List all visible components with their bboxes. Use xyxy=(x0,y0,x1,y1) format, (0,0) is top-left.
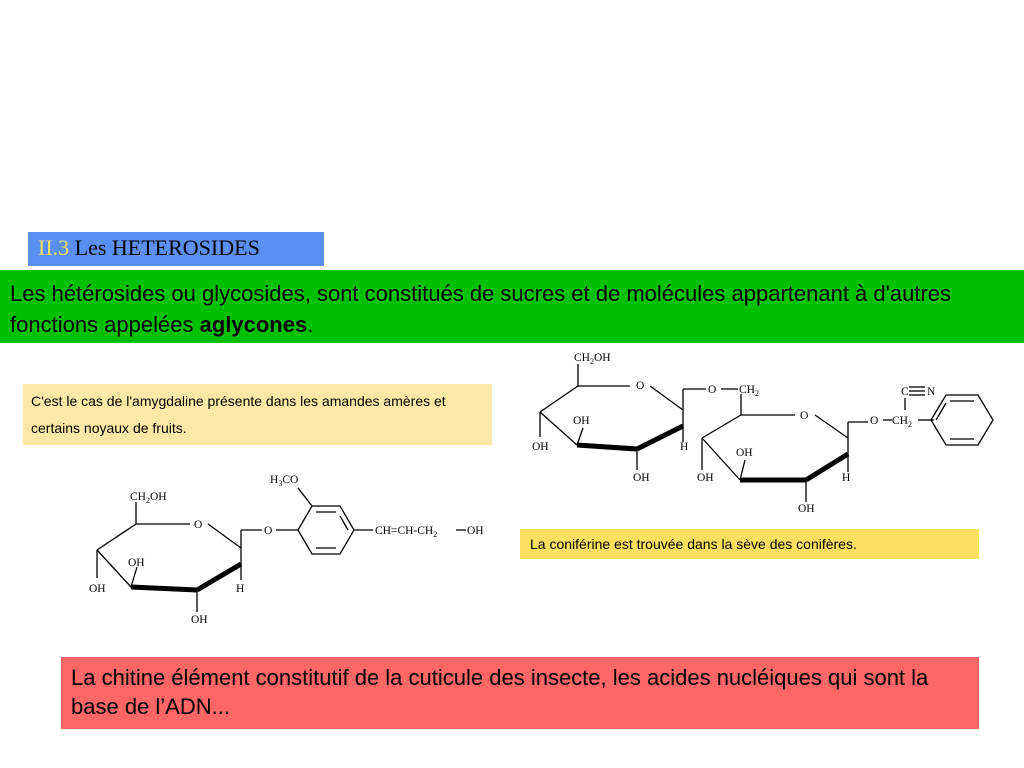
svg-text:OH: OH xyxy=(191,614,208,626)
svg-text:OH: OH xyxy=(697,472,714,484)
svg-text:O: O xyxy=(636,380,644,392)
svg-text:H: H xyxy=(236,583,244,595)
svg-text:CH2OH: CH2OH xyxy=(130,491,167,505)
svg-text:C: C xyxy=(901,386,909,398)
svg-text:O: O xyxy=(264,525,272,537)
intro-definition: Les hétérosides ou glycosides, sont cons… xyxy=(0,270,1024,343)
svg-text:CH=CH-CH2: CH=CH-CH2 xyxy=(375,525,437,539)
svg-text:OH: OH xyxy=(128,557,145,569)
svg-text:O: O xyxy=(708,384,716,396)
svg-text:H: H xyxy=(842,472,850,484)
svg-text:N: N xyxy=(927,386,936,398)
coniferin-note: La coniférine est trouvée dans la sève d… xyxy=(520,529,979,559)
svg-text:OH: OH xyxy=(573,415,590,427)
svg-text:H: H xyxy=(680,441,688,453)
chitin-note: La chitine élément constitutif de la cut… xyxy=(61,657,979,729)
svg-text:OH: OH xyxy=(798,503,815,515)
intro-period: . xyxy=(307,312,314,337)
svg-text:CH2: CH2 xyxy=(739,384,759,398)
svg-text:O: O xyxy=(800,410,808,422)
intro-text: Les hétérosides ou glycosides, sont cons… xyxy=(10,281,951,337)
section-title-text: Les HETEROSIDES xyxy=(74,235,260,260)
svg-text:OH: OH xyxy=(89,583,106,595)
svg-text:H3CO: H3CO xyxy=(270,474,298,488)
section-title: II.3 Les HETEROSIDES xyxy=(28,232,324,266)
section-number: II.3 xyxy=(38,235,70,260)
svg-text:OH: OH xyxy=(532,441,549,453)
svg-text:O: O xyxy=(194,519,202,531)
svg-text:OH: OH xyxy=(736,447,753,459)
amygdalin-note: C'est le cas de l'amygdaline présente da… xyxy=(23,384,492,445)
aglycones-term: aglycones xyxy=(199,312,308,337)
svg-text:CH2OH: CH2OH xyxy=(574,352,611,366)
svg-text:OH: OH xyxy=(633,472,650,484)
svg-text:O: O xyxy=(870,415,878,427)
svg-text:CH2: CH2 xyxy=(892,415,912,429)
svg-text:OH: OH xyxy=(467,525,484,537)
